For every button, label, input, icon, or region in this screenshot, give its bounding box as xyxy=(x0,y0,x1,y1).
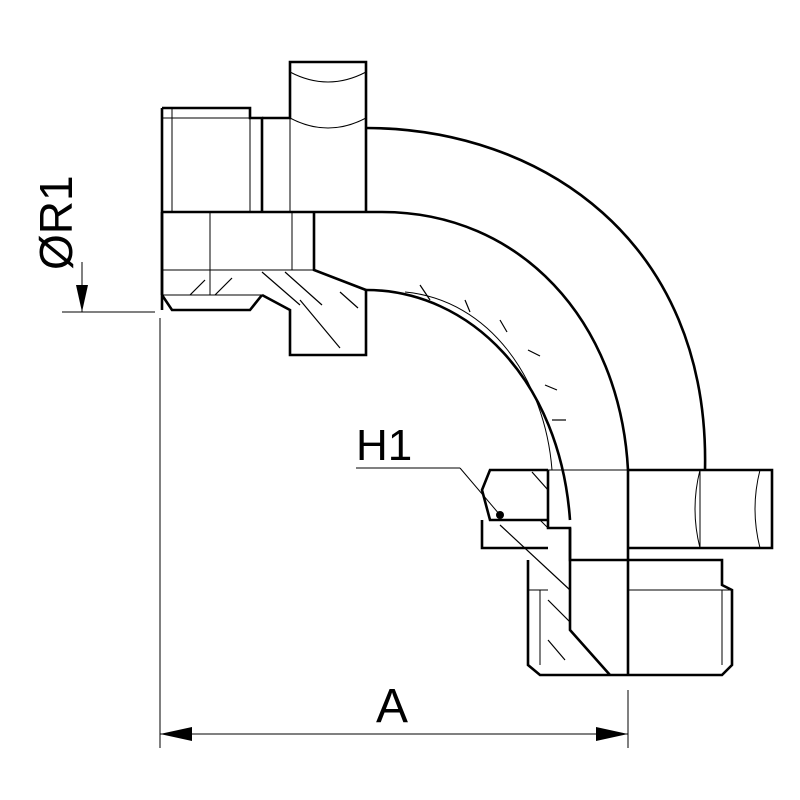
diameter-label: ØR1 xyxy=(30,175,82,270)
upper-section xyxy=(160,210,382,349)
upper-thread-stub xyxy=(160,106,264,312)
lower-section xyxy=(499,469,630,676)
bent-tube xyxy=(365,126,707,521)
length-dimension xyxy=(159,318,629,748)
lower-hex-nut xyxy=(480,468,774,550)
length-label: A xyxy=(376,680,408,733)
hex-leader xyxy=(356,467,504,519)
lower-thread-stub xyxy=(526,558,734,677)
hex-size-label: H1 xyxy=(356,421,412,470)
upper-hex-nut xyxy=(261,60,368,357)
diameter-dimension xyxy=(62,262,155,313)
